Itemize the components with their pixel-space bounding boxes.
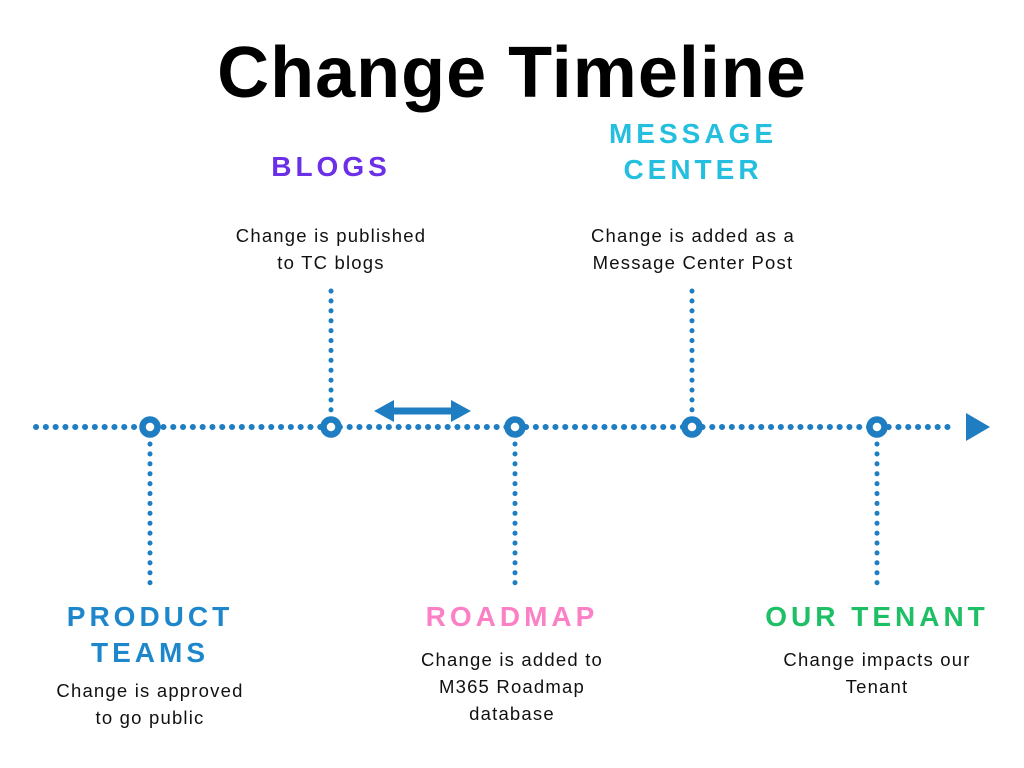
stage-description-blogs: Change is published to TC blogs [235,225,427,273]
stage-label-product-teams: PRODUCT TEAMS [66,601,234,668]
timeline-node-product-teams [139,416,161,438]
double-arrow-left-head [374,400,394,422]
stage-description-message-center: Change is added as a Message Center Post [591,225,795,273]
stage-description-roadmap: Change is added to M365 Roadmap database [420,649,604,724]
stage-label-roadmap: ROADMAP [425,601,599,632]
timeline-arrowhead-icon [966,413,990,441]
stage-description-product-teams: Change is approved to go public [56,680,244,728]
stage-label-our-tenant: OUR TENANT [765,601,989,632]
timeline-node-roadmap [504,416,526,438]
timeline-node-message-center [681,416,703,438]
double-arrow-right-head [451,400,471,422]
timeline-node-our-tenant [866,416,888,438]
stage-label-message-center: MESSAGE CENTER [608,118,778,185]
stage-label-blogs: BLOGS [271,151,391,182]
timeline-node-blogs [320,416,342,438]
page-title: Change Timeline [217,33,807,113]
double-arrow-icon [374,400,471,422]
stage-description-our-tenant: Change impacts our Tenant [783,649,971,697]
